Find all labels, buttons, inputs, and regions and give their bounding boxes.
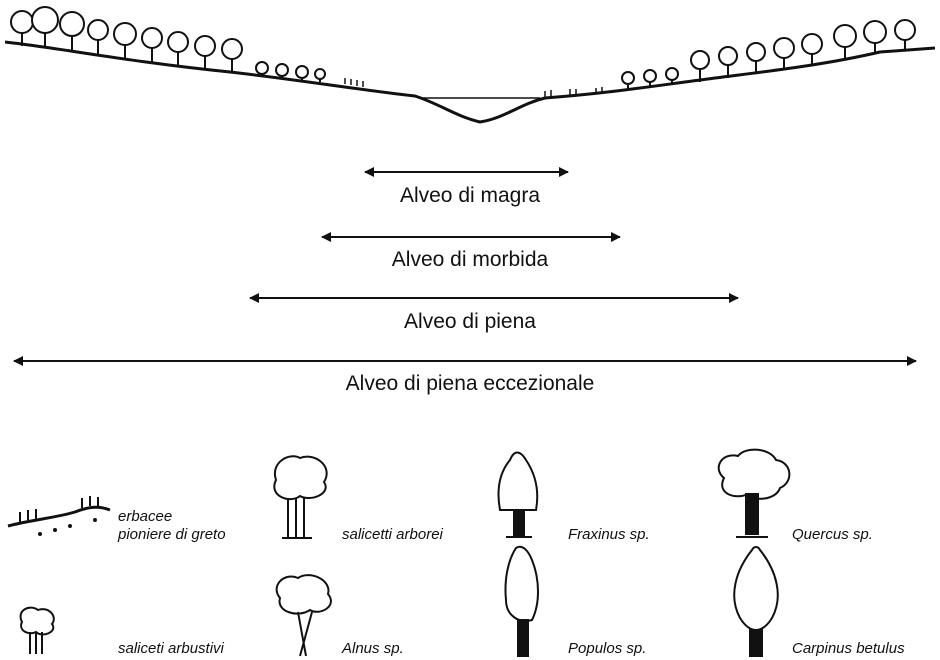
- shrub-icon: [295, 65, 309, 80]
- tree-icon: [194, 35, 216, 68]
- shrub-icon: [621, 71, 635, 89]
- legend-label-quercus: Quercus sp.: [792, 526, 873, 543]
- left-bank-vegetation: [10, 6, 326, 82]
- right-bank-vegetation: [621, 19, 916, 89]
- shrub-icon: [275, 63, 289, 78]
- oak-tree-icon: [717, 448, 791, 538]
- channel-extent-arrows: [13, 167, 917, 366]
- ash-tree-icon: [497, 451, 539, 538]
- tree-icon: [894, 19, 916, 51]
- legend-label-fraxinus: Fraxinus sp.: [568, 526, 650, 543]
- right-bank-grass: [544, 87, 603, 97]
- tree-icon: [141, 27, 163, 62]
- tree-icon: [10, 10, 34, 46]
- legend-label-saliceti-arbustivi: saliceti arbustivi: [118, 640, 224, 657]
- tree-icon: [59, 11, 85, 50]
- tree-icon: [746, 42, 766, 74]
- poplar-tree-icon: [504, 545, 539, 657]
- legend-label-alnus: Alnus sp.: [342, 640, 404, 657]
- tree-icon: [801, 33, 823, 66]
- label-alveo-di-piena: Alveo di piena: [404, 310, 536, 333]
- tree-icon: [718, 46, 738, 78]
- label-alveo-di-magra: Alveo di magra: [399, 184, 541, 207]
- tree-icon: [221, 38, 243, 71]
- willow-shrub-icon: [19, 606, 55, 654]
- legend-label-line2: pioniere di greto: [118, 526, 226, 543]
- left-bank-grass: [344, 78, 364, 87]
- hornbeam-tree-icon: [733, 546, 779, 657]
- label-alveo-di-morbida: Alveo di morbida: [391, 248, 549, 271]
- shrub-icon: [255, 61, 269, 76]
- terrain-profile: [4, 40, 936, 124]
- label-alveo-di-piena-eccezionale: Alveo di piena eccezionale: [345, 372, 595, 395]
- legend-label-salicetti-arborei: salicetti arborei: [342, 526, 443, 543]
- legend-icons: [7, 448, 791, 657]
- tree-icon: [833, 24, 857, 60]
- willow-tree-icon: [273, 455, 328, 539]
- alder-tree-icon: [275, 574, 332, 657]
- tree-icon: [773, 37, 795, 70]
- tree-icon: [31, 6, 59, 48]
- valley-cross-section: [4, 6, 936, 124]
- tree-icon: [87, 19, 109, 54]
- tree-icon: [167, 31, 189, 65]
- tree-icon: [863, 20, 887, 54]
- shrub-icon: [643, 69, 657, 87]
- grass-bank-icon: [7, 496, 111, 536]
- shrub-icon: [314, 68, 326, 82]
- legend-label-populos: Populos sp.: [568, 640, 647, 657]
- tree-icon: [113, 22, 137, 58]
- shrub-icon: [665, 67, 679, 85]
- tree-icon: [690, 50, 710, 82]
- legend-label-erbacee: erbacee pioniere di greto: [118, 508, 226, 544]
- legend-label-line1: erbacee: [118, 508, 173, 525]
- legend-label-carpinus: Carpinus betulus: [792, 640, 905, 657]
